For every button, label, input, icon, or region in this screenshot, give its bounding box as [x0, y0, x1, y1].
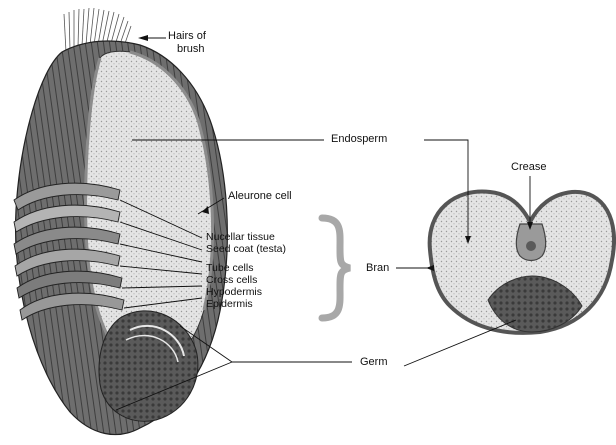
label-crease: Crease — [511, 161, 546, 174]
label-aleurone-cell: Aleurone cell — [228, 190, 292, 203]
label-tube-cells: Tube cells — [206, 263, 253, 274]
cross-section-kernel — [430, 192, 614, 333]
crease-pigment-strand — [526, 241, 536, 251]
bran-brace — [322, 218, 350, 318]
label-hairs-line1: Hairs of — [168, 30, 206, 43]
label-hairs-line2: brush — [168, 43, 206, 56]
label-cross-cells: Cross cells — [206, 275, 257, 286]
label-endosperm: Endosperm — [331, 133, 387, 146]
label-seed-coat: Seed coat (testa) — [206, 244, 286, 255]
longitudinal-kernel — [14, 8, 227, 435]
label-hypodermis: Hypodermis — [206, 287, 262, 298]
label-hairs-of-brush: Hairs of brush — [168, 30, 206, 56]
label-germ: Germ — [360, 356, 388, 369]
label-bran: Bran — [366, 262, 389, 275]
label-epidermis: Epidermis — [206, 299, 253, 310]
label-nucellar-tissue: Nucellar tissue — [206, 232, 275, 243]
kernel-germ — [99, 311, 198, 421]
